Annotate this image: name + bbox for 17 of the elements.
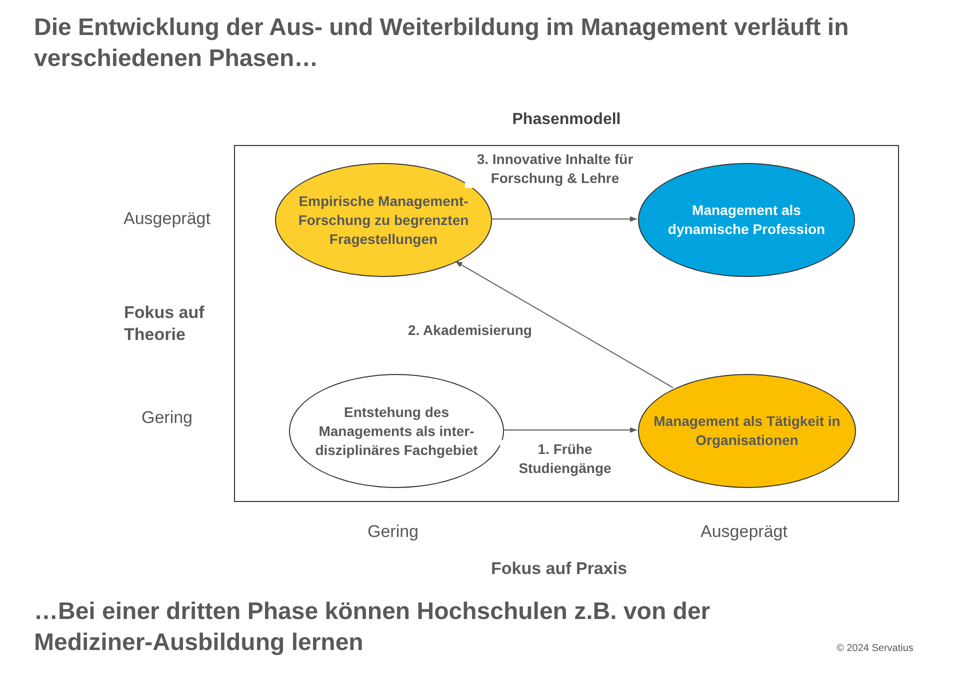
frame-heading: Phasenmodell bbox=[511, 110, 622, 130]
axis-label: Ausgeprägt bbox=[122, 208, 212, 230]
axis-label: Fokus auf Praxis bbox=[490, 558, 628, 580]
phase-text: Management als dynamische Profession bbox=[666, 201, 826, 239]
arrow bbox=[490, 216, 638, 222]
axis-label: © 2024 Servatius bbox=[836, 642, 914, 656]
phase-text: Management als Tätigkeit in Organisationen bbox=[652, 412, 842, 450]
title: Die Entwicklung der Aus- und Weiterbildung im Management verläuft in verschiedenen Phasen… bbox=[34, 13, 850, 74]
axis-label: Gering bbox=[366, 521, 420, 543]
phase-text: Empirische Management-Forschung zu begrenzten Fragestellungen bbox=[297, 192, 470, 248]
axis-label: Fokus auf Theorie bbox=[124, 302, 206, 346]
arrow bbox=[454, 260, 674, 388]
axis-label: Gering bbox=[140, 407, 194, 429]
arrow bbox=[502, 427, 638, 433]
caption: …Bei einer dritten Phase können Hochschulen z.B. von der Mediziner-Ausbildung lernen bbox=[34, 597, 712, 658]
axis-label: Ausgeprägt bbox=[700, 521, 788, 543]
phase-text: Entstehung des Managements als inter-disziplinäres Fachgebiet bbox=[314, 402, 479, 460]
